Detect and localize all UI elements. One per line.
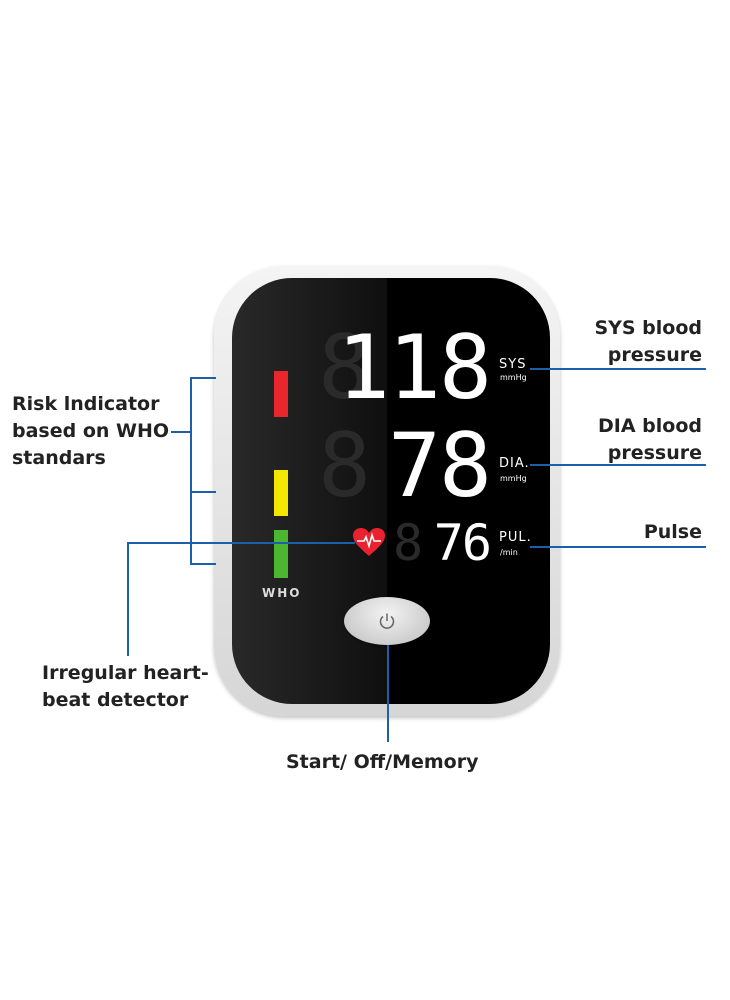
risk-bar-yellow <box>274 470 288 516</box>
button-callout: Start/ Off/Memory <box>286 751 479 773</box>
sys-value: 118 <box>337 316 492 419</box>
irregular-line-v <box>127 542 129 656</box>
dia-label: DIA. <box>499 456 530 471</box>
pulse-callout-line <box>530 546 706 548</box>
sys-unit: mmHg <box>500 373 527 382</box>
risk-bar-red <box>274 371 288 417</box>
sys-ghost-digit: 8 <box>318 316 371 419</box>
pulse-value: 76 <box>433 514 492 572</box>
dia-unit: mmHg <box>500 474 527 483</box>
risk-indicator-callout: Risk lndicator based on WHO standars <box>12 393 170 469</box>
risk-bracket-vertical <box>190 377 192 564</box>
start-off-memory-button[interactable] <box>344 597 430 645</box>
risk-callout-line <box>171 431 191 433</box>
dia-callout-line <box>530 464 706 466</box>
irregular-line-h <box>127 542 355 544</box>
risk-bracket-top <box>190 377 216 379</box>
risk-bracket-mid <box>190 491 216 493</box>
pul-unit: /min <box>500 548 518 557</box>
sys-callout: SYS blood pressure <box>594 317 702 366</box>
dia-ghost-digits: 8 <box>318 414 371 517</box>
dia-value: 78 <box>388 414 492 517</box>
button-callout-line <box>387 645 389 742</box>
who-label: WHO <box>262 586 302 600</box>
risk-bracket-bottom <box>190 563 216 565</box>
sys-callout-line <box>530 368 706 370</box>
dia-callout: DIA blood pressure <box>598 415 702 464</box>
heart-pulse-icon <box>353 528 385 556</box>
sys-label: SYS <box>499 357 527 372</box>
pul-ghost-digit: 8 <box>393 514 423 572</box>
power-icon <box>379 613 395 629</box>
irregular-heartbeat-callout: Irregular heart- beat detector <box>42 662 209 711</box>
pul-label: PUL. <box>499 530 532 545</box>
pulse-callout: Pulse <box>643 521 702 543</box>
risk-bar-green <box>274 530 288 578</box>
